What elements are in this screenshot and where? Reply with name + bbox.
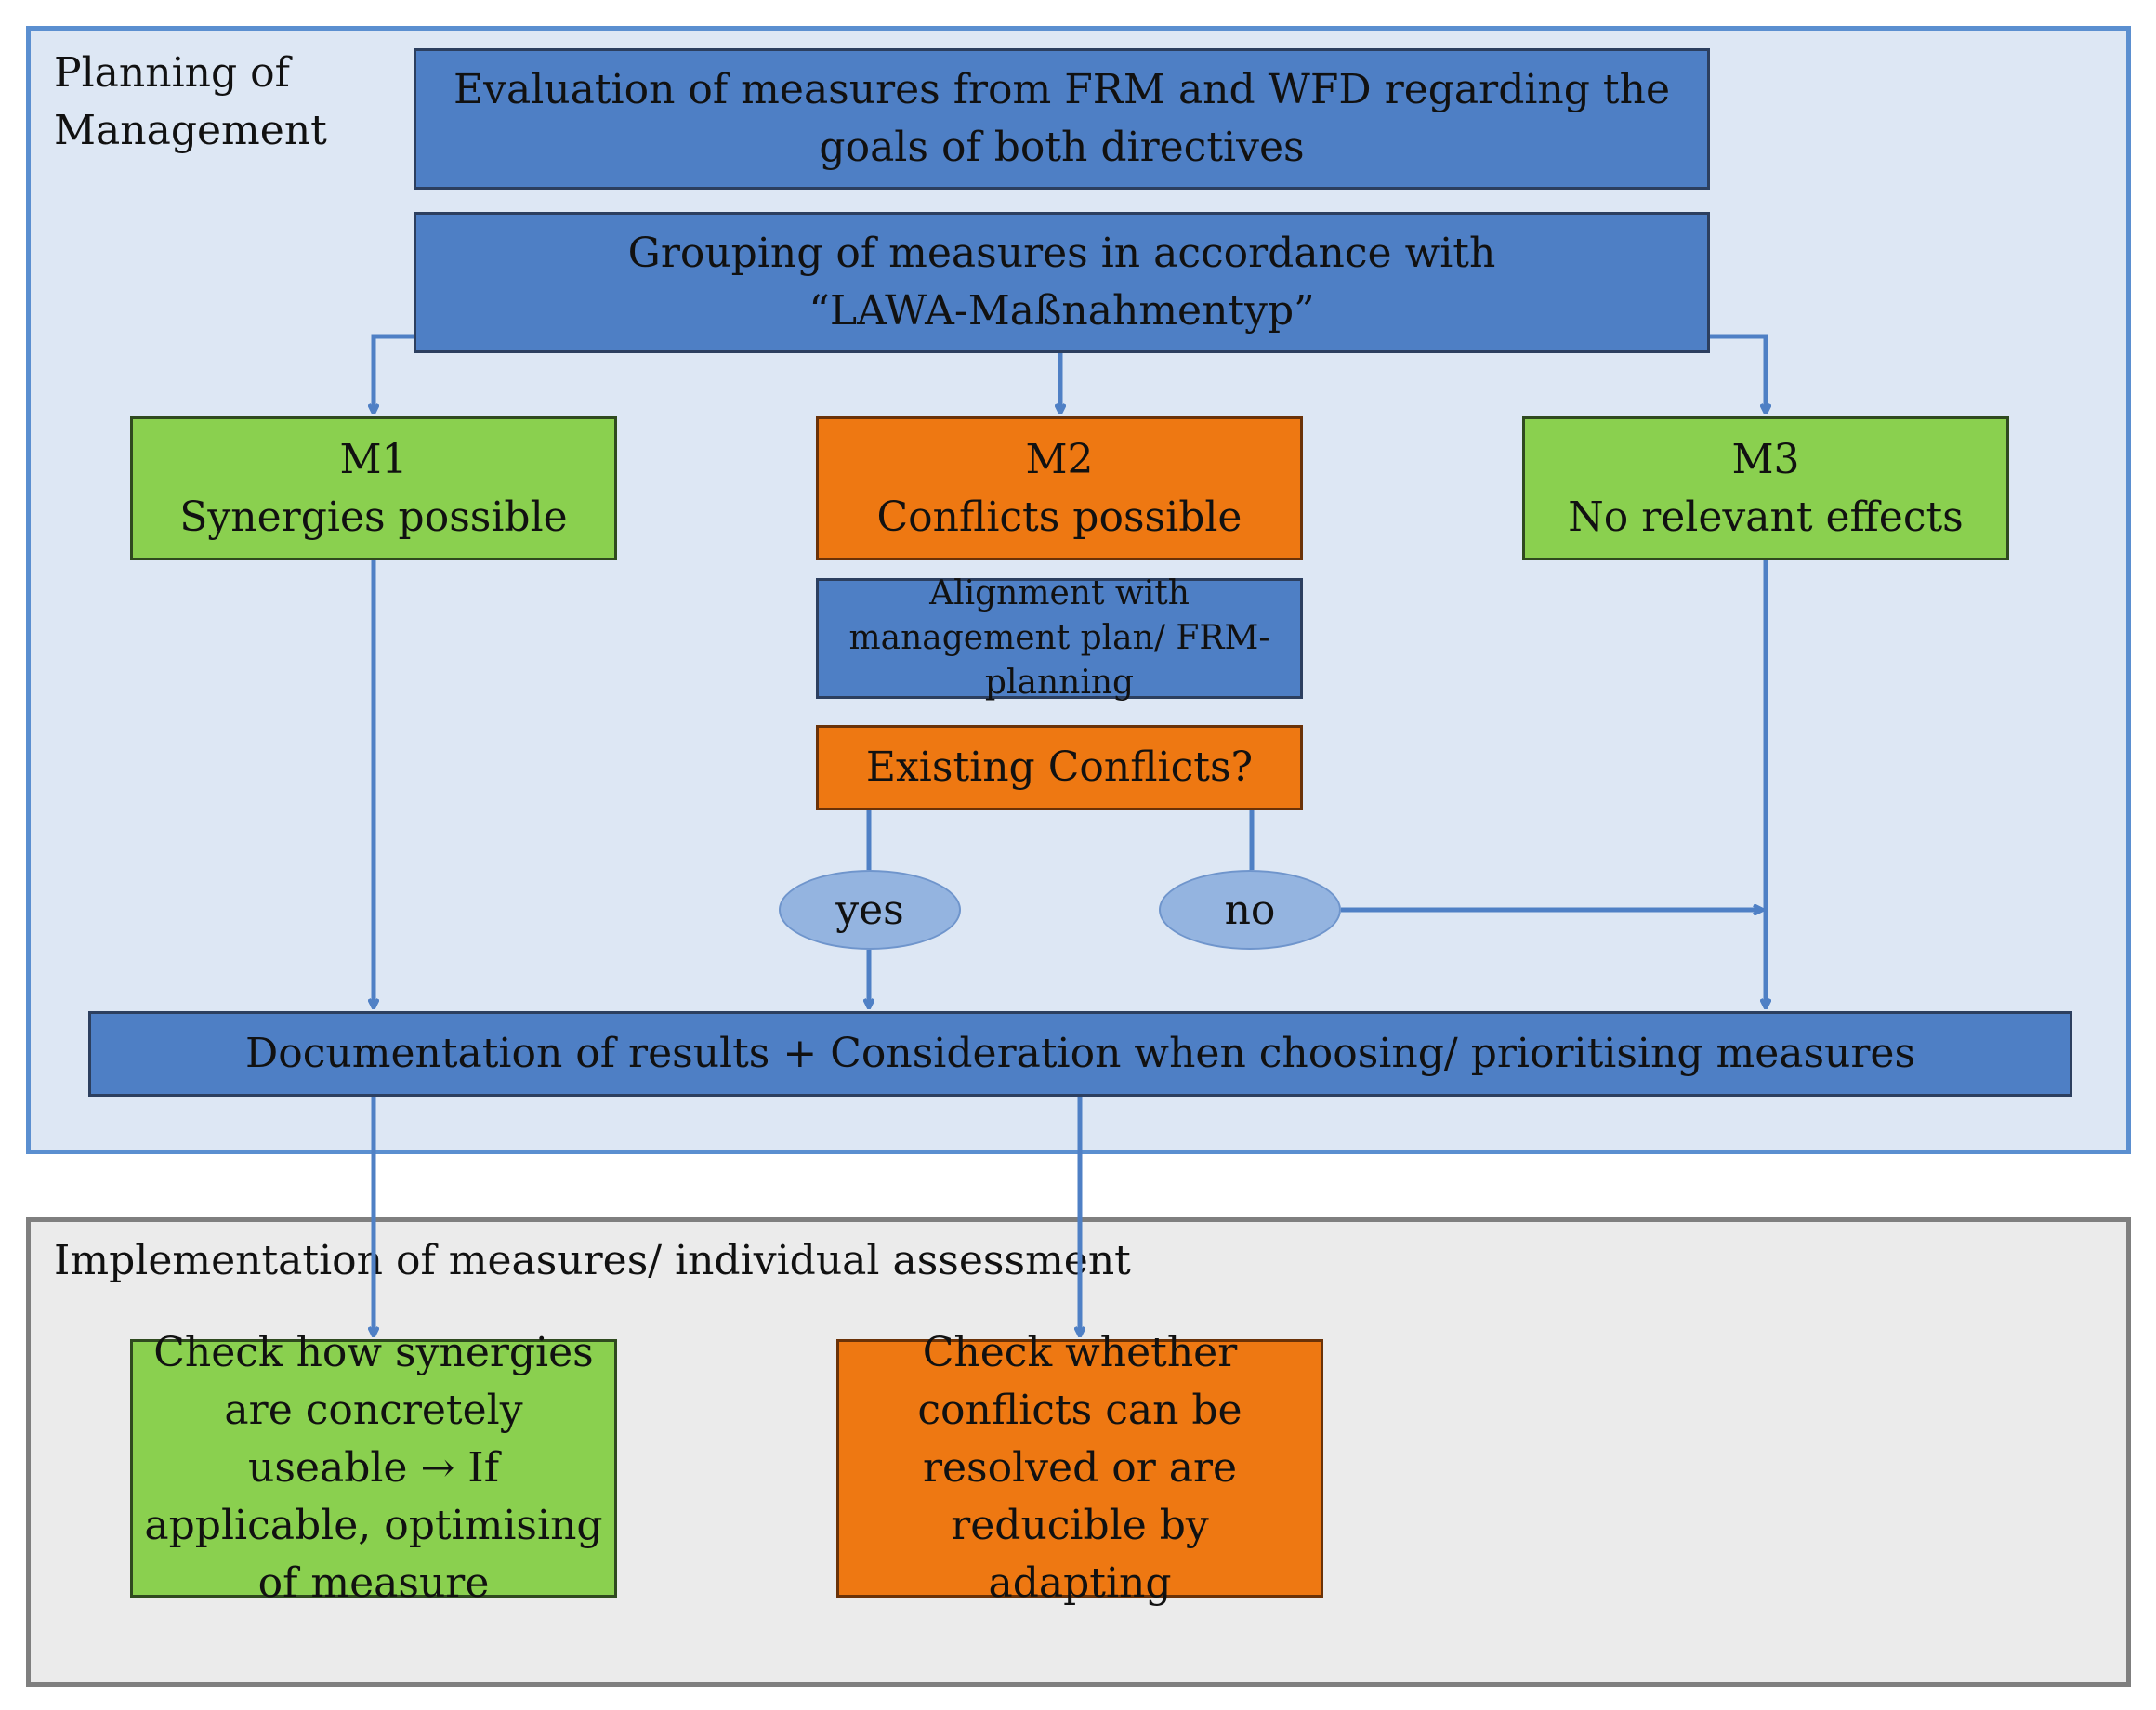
evaluation-box: Evaluation of measures from FRM and WFD … [414, 48, 1710, 190]
conflicts-check-box: Check whether conflicts can be resolved … [836, 1329, 1323, 1607]
m3-code: M3 [1731, 435, 1800, 483]
arrow-grouping-to-m3 [1710, 334, 1766, 413]
m3-label: No relevant effects [1568, 493, 1964, 541]
no-label: no [1224, 886, 1276, 934]
alignment-box: Alignment with management plan/ FRM-plan… [816, 574, 1303, 702]
m2-code: M2 [1025, 435, 1094, 483]
m1-label: Synergies possible [179, 493, 568, 541]
yes-label: yes [835, 886, 904, 934]
evaluation-text: Evaluation of measures from FRM and WFD … [454, 66, 1670, 171]
arrow-grouping-to-m1 [374, 334, 414, 413]
synergies-check-box: Check how synergies are concretely useab… [130, 1329, 617, 1607]
existing-conflicts-text: Existing Conflicts? [865, 743, 1254, 791]
existing-conflicts-box: Existing Conflicts? [816, 725, 1303, 810]
m1-box: M1 Synergies possible [130, 416, 617, 560]
m3-box: M3 No relevant effects [1522, 416, 2009, 560]
yes-decision-oval: yes [779, 870, 961, 950]
grouping-text: Grouping of measures in accordance with … [627, 230, 1496, 335]
conflicts-check-text: Check whether conflicts can be resolved … [917, 1329, 1242, 1607]
m1-code: M1 [339, 435, 408, 483]
alignment-text: Alignment with management plan/ FRM-plan… [848, 574, 1270, 702]
no-decision-oval: no [1159, 870, 1341, 950]
planning-region-label: Planning of Management [54, 49, 327, 154]
documentation-box: Documentation of results + Consideration… [88, 1011, 2072, 1097]
grouping-box: Grouping of measures in accordance with … [414, 212, 1710, 353]
m2-label: Conflicts possible [876, 493, 1242, 541]
documentation-text: Documentation of results + Consideration… [244, 1030, 1916, 1077]
implementation-region-label: Implementation of measures/ individual a… [54, 1237, 1131, 1284]
m2-box: M2 Conflicts possible [816, 416, 1303, 560]
synergies-check-text: Check how synergies are concretely useab… [144, 1329, 603, 1607]
